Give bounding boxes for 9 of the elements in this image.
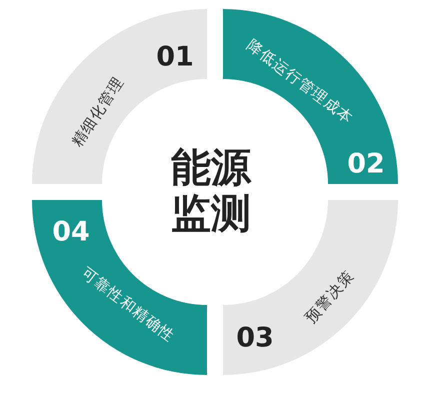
segment-label: 预警决策	[303, 268, 357, 326]
segment-label: 精细化管理	[69, 74, 127, 150]
step-number: 03	[236, 324, 274, 352]
step-number: 04	[52, 218, 90, 246]
center-title: 能源监测	[169, 145, 253, 237]
segment-label: 降低运行管理成本	[244, 38, 356, 126]
step-number: 02	[347, 150, 385, 178]
step-number: 01	[156, 44, 194, 70]
segment-label: 可靠性和精确性	[78, 265, 178, 345]
